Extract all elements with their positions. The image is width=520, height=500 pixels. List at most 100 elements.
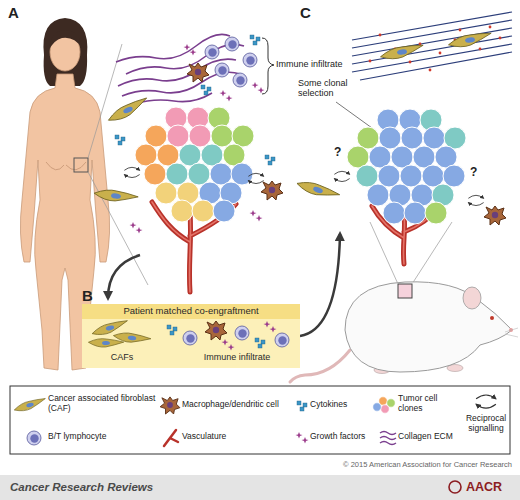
stromal-cells [334,171,349,181]
immune-cells [187,63,209,82]
tumor-cells [210,163,232,185]
aligned-collagen [352,12,512,80]
legend-label: Reciprocal signalling [462,414,510,434]
collagen-fibers [118,59,236,86]
mouse-figure [490,316,494,320]
tumor-cells [211,125,233,147]
legend-samples [381,405,389,413]
tumor-cells [401,127,423,149]
patient-figure [74,158,88,172]
tumor-cells [443,165,465,187]
tumor-cells [356,165,378,187]
immune-cells [243,53,257,67]
mouse-figure [505,328,518,337]
crosslink-dots [479,48,482,51]
tumor-cells [425,202,447,224]
crosslink-dots [369,26,502,72]
mouse-figure [463,287,481,309]
tumor-cells [404,202,426,224]
tumor-cells [167,125,189,147]
legend-label: Growth factors [310,432,376,442]
tumor-cells [383,202,405,224]
crosslink-dots [499,37,502,40]
crosslink-dots [439,52,442,55]
stromal-cells [106,96,150,124]
immune-cells [233,73,247,87]
panel-letter: A [8,4,28,21]
patient-figure [46,162,64,170]
crosslink-dots [429,69,432,72]
legend-samples [373,403,381,411]
tumor-cells [422,165,444,187]
legend-samples [13,395,496,446]
legend-label: Tumor cell clones [398,394,458,414]
zoom-lines [370,222,452,284]
tumor-cells [367,184,389,206]
stromal-cells [468,195,483,205]
immune-cells [205,45,219,59]
tumor-cells [379,127,401,149]
legend-label: Cancer associated fibroblast (CAF) [48,394,158,414]
box-heading: Patient matched co-engraftment [82,304,300,319]
immune-cells [252,82,265,94]
stromal-cells [93,96,283,233]
legend-label: Macrophage/dendritic cell [182,400,300,410]
process-arrow [300,234,340,336]
annotation: Immune infiltrate [276,59,356,69]
crosslink-dots [379,34,382,37]
tumor-cells [144,163,166,185]
immune-cells [184,44,197,56]
immune-cells [201,85,211,95]
stromal-cells [248,173,263,183]
collagen-fibers [116,34,230,62]
crosslink-dots [409,61,412,64]
tumor-cells [135,107,254,222]
immune-cells [184,35,265,102]
mouse-figure [345,282,512,372]
patient-figure [49,30,82,50]
tumor-cells [189,125,211,147]
panel-letter: C [300,4,320,21]
immune-cells [220,90,233,102]
legend-frame [10,386,510,454]
tumor-cells [423,127,445,149]
patient-figure [66,162,86,170]
mouse-figure [290,282,518,382]
tumor-cells [171,200,193,222]
aligned-collagen [352,44,512,72]
tumor-cells [188,163,210,185]
legend-samples [296,432,309,444]
question-mark: ? [334,146,348,160]
collagen-fibers [116,34,244,104]
tumor-cells [400,165,422,187]
legend-label: B/T lymphocyte [48,432,158,442]
stromal-cells [295,178,340,203]
legend-label: Cytokines [310,400,370,410]
aligned-collagen [352,36,512,64]
zoom-lines [370,222,398,284]
logo-text: AACR [466,480,514,494]
legend-samples [297,401,307,411]
stromal-cells [124,167,139,177]
stromal-cells [93,187,138,205]
tumor-cells [166,163,188,185]
mouse-figure [398,284,412,298]
group-label: CAFs [92,352,152,362]
leader-line [336,102,372,128]
zoom-lines [412,222,452,284]
panel-letter: B [82,287,102,304]
legend-samples [160,397,180,414]
aligned-collagen [352,12,512,40]
tumor-cells [213,200,235,222]
stromal-cells [484,206,506,225]
legend-samples [164,430,178,446]
legend-samples [380,432,396,445]
immune-cells [250,35,260,45]
crosslink-dots [489,26,492,29]
logo-mark [449,481,461,493]
tumor-cells [347,109,466,224]
engraftment-box: Patient matched co-engraftmentCAFsImmune… [82,304,300,368]
crosslink-dots [369,60,372,63]
crosslink-dots [459,29,462,32]
